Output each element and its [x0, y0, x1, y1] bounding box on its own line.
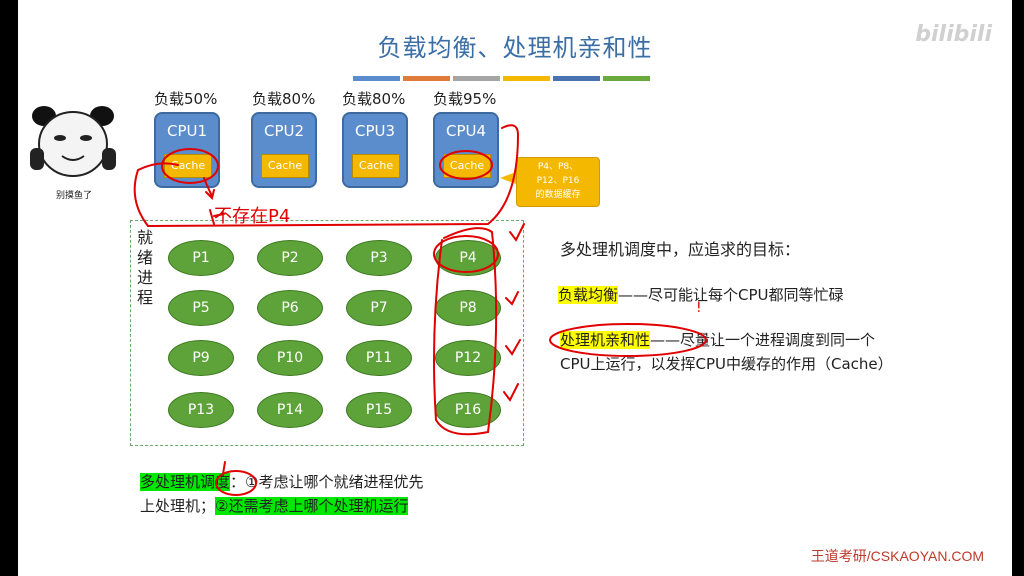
cpu4-name: CPU4 [445, 122, 487, 140]
color-bar [453, 76, 500, 81]
bottom-part1: ：①考虑让哪个就绪进程优先 [230, 473, 424, 491]
process-p13: P13 [168, 392, 234, 428]
migration-path [133, 124, 520, 228]
p4-circle [433, 235, 499, 273]
handwritten-annotations: 不存在P4 ! [133, 124, 707, 496]
schedule-circle [215, 470, 257, 496]
load-balance-desc: ——尽可能让每个CPU都同等忙碌 [618, 286, 844, 304]
cache-callout: P4、P8、 P12、P16 的数据缓存 [516, 157, 600, 207]
callout-line: 的数据缓存 [535, 190, 581, 200]
affinity-line: 处理机亲和性——尽量让一个进程调度到同一个 CPU上运行，以发挥CPU中缓存的作… [560, 328, 1000, 376]
process-p2: P2 [257, 240, 323, 276]
bottom-part2: 上处理机； [140, 497, 216, 515]
color-bar [353, 76, 400, 81]
arrow-to-note [203, 177, 215, 200]
note-stroke [209, 209, 225, 225]
process-p6: P6 [257, 290, 323, 326]
process-p15: P15 [346, 392, 412, 428]
cpu1-load: 负载50% [154, 90, 218, 108]
process-p5: P5 [168, 290, 234, 326]
color-bar [603, 76, 650, 81]
affinity-term: 处理机亲和性 [560, 331, 651, 349]
affinity-desc-2: CPU上运行，以发挥CPU中缓存的作用（Cache） [560, 355, 893, 373]
cpu2-name: CPU2 [263, 122, 305, 140]
process-p14: P14 [257, 392, 323, 428]
slide-title: 负载均衡、处理机亲和性 [377, 34, 653, 62]
check-marks [503, 223, 525, 402]
footer-brand: 王道考研/CSKAOYAN.COM [810, 548, 984, 564]
process-p12: P12 [435, 340, 501, 376]
bilibili-watermark: bilibili [915, 22, 992, 47]
callout-line: P12、P16 [536, 176, 580, 186]
bottom-note: 多处理机调度：①考虑让哪个就绪进程优先 上处理机；②还需考虑上哪个处理机运行 [140, 470, 423, 518]
process-p4: P4 [435, 240, 501, 276]
process-p8: P8 [435, 290, 501, 326]
cpu3-cache: Cache [352, 154, 400, 178]
process-p7: P7 [346, 290, 412, 326]
cpu1-cache: Cache [164, 154, 212, 178]
cpu2-block: CPU2 Cache [251, 112, 317, 188]
cpu4-cache: Cache [443, 154, 491, 178]
process-p1: P1 [168, 240, 234, 276]
color-bar [553, 76, 600, 81]
callout-pointer [500, 172, 516, 184]
meme-face-image [30, 106, 116, 177]
process-p9: P9 [168, 340, 234, 376]
cpu1-cache-circle [161, 148, 219, 184]
cpu4-cache-circle [439, 150, 493, 180]
bottom-part3: ②还需考虑上哪个处理机运行 [215, 497, 409, 515]
process-p10: P10 [257, 340, 323, 376]
affinity-term-circle [549, 323, 707, 357]
color-bar [403, 76, 450, 81]
cpu3-load: 负载80% [342, 90, 406, 108]
callout-line: P4、P8、 [537, 162, 579, 172]
cpu1-name: CPU1 [166, 122, 208, 140]
cpu2-load: 负载80% [252, 90, 316, 108]
ready-queue-box [130, 220, 524, 446]
cpu4-block: CPU4 Cache [433, 112, 499, 188]
tick-mark [222, 461, 226, 475]
cpu3-name: CPU3 [354, 122, 396, 140]
goals-title: 多处理机调度中，应追求的目标： [560, 240, 801, 259]
cpu2-cache: Cache [261, 154, 309, 178]
load-balance-line: 负载均衡——尽可能让每个CPU都同等忙碌 [558, 284, 844, 305]
color-bar [503, 76, 550, 81]
handwritten-exclamation: ! [696, 300, 702, 316]
meme-caption: 别摸鱼了 [56, 191, 93, 201]
cpu4-load: 负载95% [433, 90, 497, 108]
bottom-term: 多处理机调度 [140, 473, 231, 491]
cpu3-block: CPU3 Cache [342, 112, 408, 188]
load-balance-term: 负载均衡 [558, 286, 619, 304]
handwritten-note: 不存在P4 [214, 206, 290, 227]
cpu4-column-loop [433, 227, 498, 436]
process-p11: P11 [346, 340, 412, 376]
process-p3: P3 [346, 240, 412, 276]
ready-queue-label: 就绪进程 [137, 228, 154, 307]
slide: bilibili 负载均衡、处理机亲和性 别摸鱼了 负载50% 负载80% 负载… [18, 0, 1012, 576]
affinity-desc-1: ——尽量让一个进程调度到同一个 [650, 331, 876, 349]
